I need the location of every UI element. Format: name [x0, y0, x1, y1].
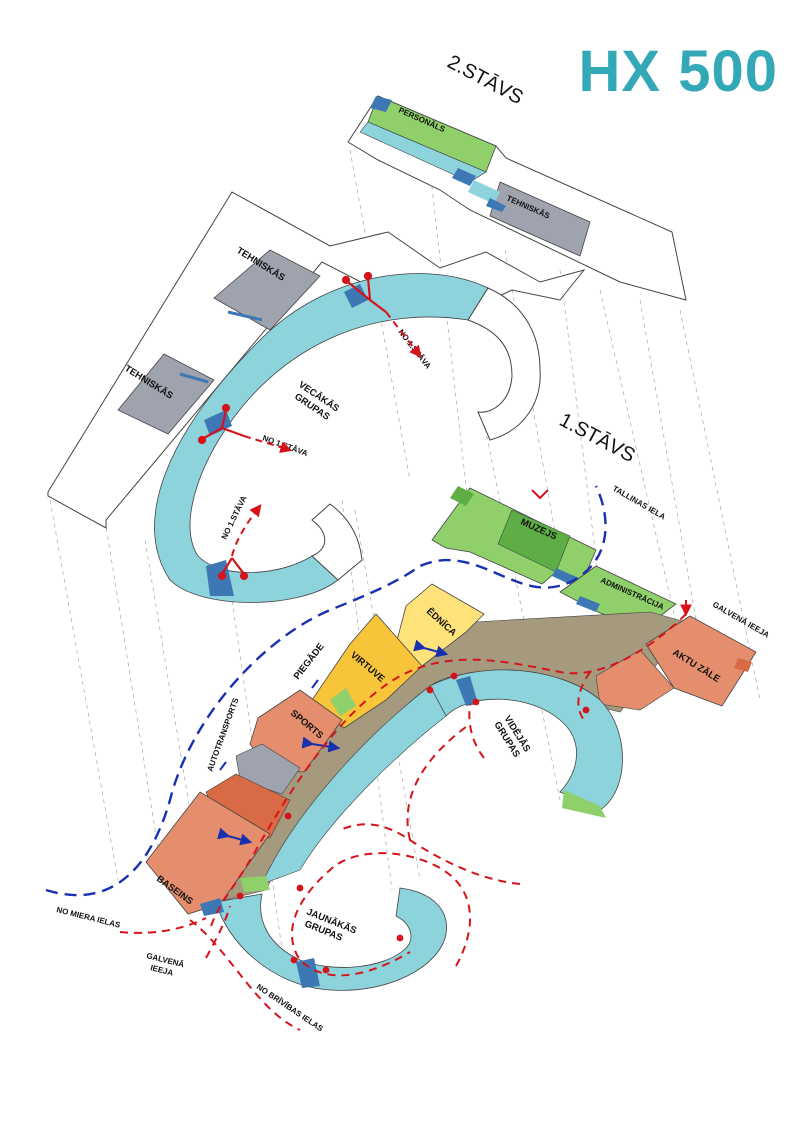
- corridor-jaunakas-grupas: [215, 887, 447, 991]
- second-floor-top-block: [347, 95, 687, 301]
- label-tallinas-iela: TALLINAS IELA: [611, 484, 667, 522]
- entrance-arrow-museum: [531, 489, 549, 500]
- pedestrian-endpoints: [236, 672, 590, 974]
- room-baseins: [145, 791, 271, 915]
- label-no-1-stava-c: NO 1.STĀVA: [220, 494, 249, 541]
- floor-label-first: 1.STĀVS: [556, 408, 639, 467]
- second-floor-left-wing: [47, 191, 586, 603]
- corridor-vecakas-grupas: [154, 273, 489, 603]
- stair-routes-second: [231, 311, 422, 557]
- label-no-miera-ielas: NO MIERA IELAS: [56, 905, 122, 930]
- label-piegade: PIEGĀDE: [292, 641, 327, 681]
- label-no-1-stava-b: NO 1.STĀVA: [261, 433, 309, 458]
- room-tehniskas-left2: [117, 353, 215, 435]
- label-no-brivibas-ielas: NO BRĪVĪBAS IELAS: [255, 982, 325, 1034]
- room-tehniskas-left1: [213, 249, 321, 331]
- page-title: HX 500: [578, 39, 778, 104]
- pedestrian-routes: [119, 613, 687, 1031]
- floor-label-second: 2.STĀVS: [444, 50, 527, 109]
- vehicle-route: [45, 485, 607, 897]
- room-aktu-zale: [645, 615, 757, 707]
- first-floor-main-building: [145, 583, 757, 991]
- label-autotransports: AUTOTRANSPORTS: [205, 696, 240, 773]
- stair-markers-second: [197, 271, 387, 581]
